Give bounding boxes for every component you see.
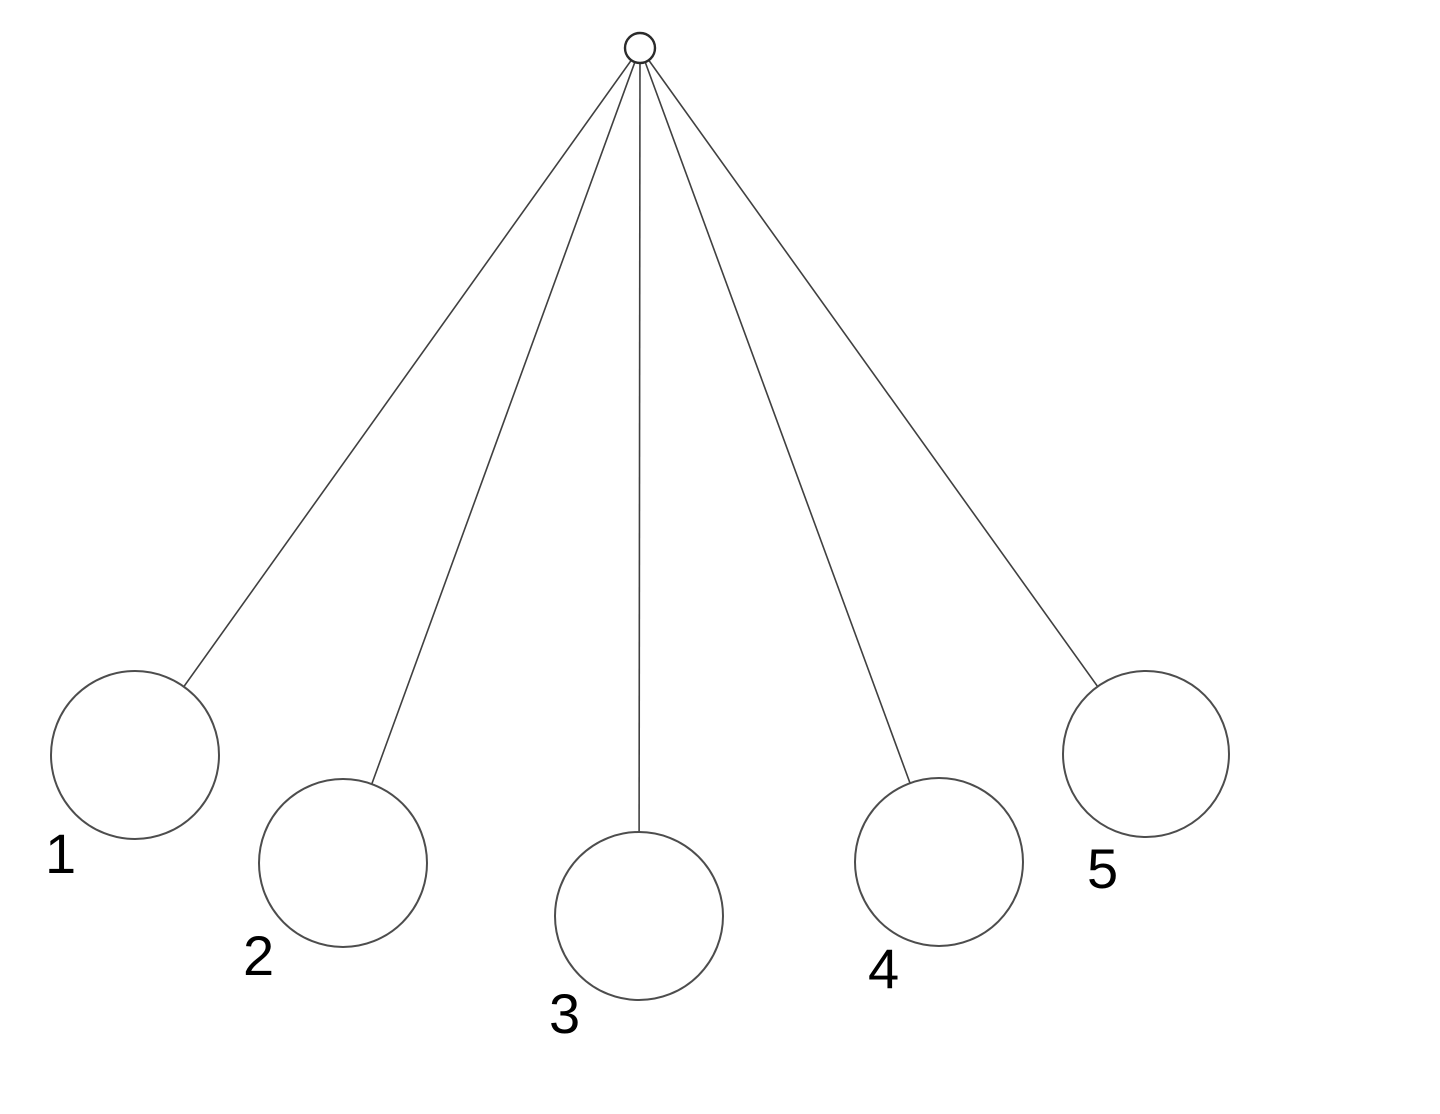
pendulum-string-3: [638, 47, 641, 917]
pivot-layer: [623, 31, 657, 65]
pendulum-bob-5: [1062, 670, 1230, 838]
bob-label-3: 3: [549, 982, 580, 1045]
pendulum-bob-2: [258, 778, 428, 948]
bob-label-5: 5: [1087, 837, 1118, 900]
bob-label-1: 1: [45, 822, 76, 885]
pendulum-bobs-layer: [50, 670, 1230, 1001]
pendulum-bob-1: [50, 670, 220, 840]
pendulum-bob-4: [854, 777, 1024, 947]
pendulum-string-2: [342, 47, 641, 864]
pendulum-string-5: [639, 47, 1147, 755]
pendulum-string-1: [134, 47, 641, 756]
bob-label-4: 4: [868, 937, 899, 1000]
pendulum-strings-layer: [134, 47, 1147, 917]
pendulum-bob-3: [554, 831, 724, 1001]
pivot-circle: [623, 31, 657, 65]
pendulum-string-4: [639, 47, 940, 863]
bob-label-2: 2: [243, 924, 274, 987]
bob-labels-layer: 1 2 3 4 5: [45, 822, 1118, 1045]
